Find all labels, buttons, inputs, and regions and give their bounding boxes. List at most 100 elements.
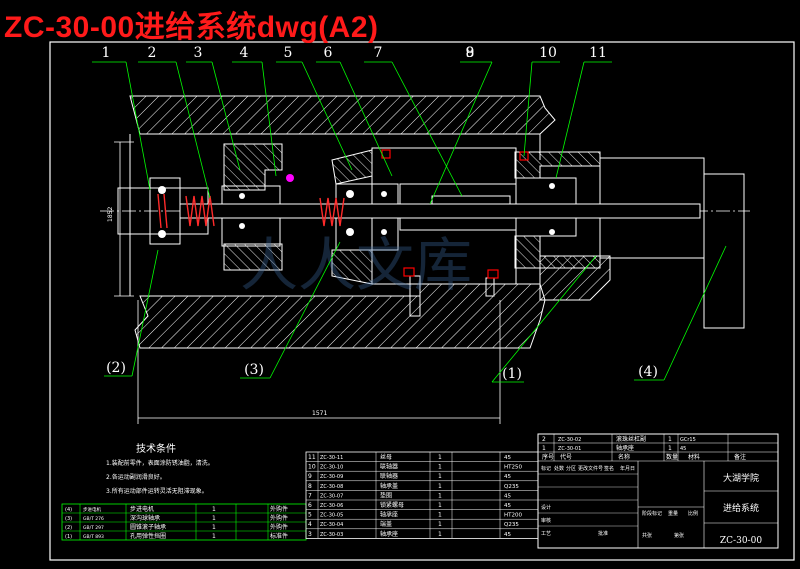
svg-text:Q235: Q235 bbox=[504, 484, 519, 490]
svg-text:联轴器: 联轴器 bbox=[380, 472, 398, 480]
drawing-number: ZC-30-00 bbox=[720, 536, 762, 546]
svg-text:1: 1 bbox=[438, 483, 442, 490]
balloon-5: 5 bbox=[284, 45, 293, 61]
svg-text:1: 1 bbox=[668, 436, 672, 443]
balloon-3: 3 bbox=[194, 45, 203, 61]
svg-text:Q235: Q235 bbox=[504, 522, 519, 528]
page-title: ZC-30-00进给系统dwg(A2) bbox=[4, 11, 379, 44]
svg-text:阶段标记: 阶段标记 bbox=[642, 510, 662, 517]
svg-text:(1): (1) bbox=[65, 534, 72, 540]
svg-text:圆锥滚子轴承: 圆锥滚子轴承 bbox=[130, 523, 166, 531]
svg-text:轴承盖: 轴承盖 bbox=[380, 482, 398, 490]
svg-text:名称: 名称 bbox=[618, 453, 630, 461]
svg-text:(3): (3) bbox=[65, 516, 72, 522]
balloon-2: 2 bbox=[148, 45, 157, 61]
balloon-8: 8 bbox=[466, 45, 475, 61]
svg-text:序号: 序号 bbox=[542, 453, 554, 461]
svg-text:滚珠丝杠副: 滚珠丝杠副 bbox=[616, 435, 646, 443]
svg-text:审核: 审核 bbox=[541, 517, 551, 524]
svg-text:材料: 材料 bbox=[688, 453, 700, 461]
school-name: 大湖学院 bbox=[723, 472, 759, 484]
balloon-4: 4 bbox=[240, 45, 249, 61]
svg-text:1: 1 bbox=[438, 512, 442, 519]
svg-text:1: 1 bbox=[212, 515, 216, 522]
bearing-seat-left bbox=[223, 143, 283, 191]
svg-text:GB/T 297: GB/T 297 bbox=[83, 525, 104, 531]
parts-row: 8 ZC-30-08 轴承盖 1 Q235 bbox=[308, 482, 519, 490]
svg-text:丝母: 丝母 bbox=[380, 453, 392, 461]
balloon-1: 1 bbox=[102, 45, 111, 61]
svg-text:端盖: 端盖 bbox=[380, 520, 392, 528]
svg-text:HT250: HT250 bbox=[504, 465, 522, 471]
svg-text:轴承座: 轴承座 bbox=[380, 511, 398, 519]
svg-text:8: 8 bbox=[308, 483, 312, 490]
bearing-balls bbox=[158, 183, 555, 238]
svg-text:批准: 批准 bbox=[598, 530, 608, 537]
svg-text:轴承座: 轴承座 bbox=[616, 444, 634, 452]
svg-text:工艺: 工艺 bbox=[541, 531, 551, 537]
svg-text:HT200: HT200 bbox=[504, 513, 522, 519]
svg-text:1: 1 bbox=[438, 531, 442, 538]
svg-text:45: 45 bbox=[504, 455, 511, 461]
ball-screw-shaft bbox=[179, 203, 701, 219]
bearing-seat-left-lower bbox=[223, 243, 283, 271]
svg-text:10: 10 bbox=[308, 464, 316, 471]
svg-text:GB/T 276: GB/T 276 bbox=[83, 516, 104, 522]
mark-magenta bbox=[286, 174, 294, 182]
svg-text:ZC-30-04: ZC-30-04 bbox=[320, 522, 343, 528]
watermark: 人人文库 bbox=[240, 231, 472, 299]
svg-text:步进电机: 步进电机 bbox=[130, 505, 154, 513]
svg-text:ZC-30-08: ZC-30-08 bbox=[320, 484, 343, 490]
svg-text:(4): (4) bbox=[65, 507, 72, 513]
svg-text:标记: 标记 bbox=[541, 465, 551, 472]
svg-text:孔用弹性挡圈: 孔用弹性挡圈 bbox=[130, 532, 166, 540]
leader-lines bbox=[92, 61, 727, 383]
svg-text:轴承座: 轴承座 bbox=[380, 530, 398, 538]
title-labels: 标记处数分区更改文件号签名年月日设计审核工艺批准阶段标记重量比例共张第张 bbox=[541, 465, 698, 539]
svg-text:1: 1 bbox=[438, 464, 442, 471]
dim-bottom bbox=[137, 300, 501, 424]
svg-text:第张: 第张 bbox=[674, 532, 684, 539]
dim-left bbox=[114, 141, 134, 297]
svg-text:备注: 备注 bbox=[734, 453, 746, 461]
tech-note: 1.装配前零件，表面涂防锈油脂，清洗。 bbox=[106, 459, 214, 467]
svg-text:GCr15: GCr15 bbox=[680, 437, 696, 443]
svg-text:ZC-30-03: ZC-30-03 bbox=[320, 532, 343, 538]
svg-text:标准件: 标准件 bbox=[270, 532, 288, 540]
svg-text:外购件: 外购件 bbox=[270, 523, 288, 531]
svg-text:ZC-30-07: ZC-30-07 bbox=[320, 493, 343, 499]
balloon-6: 6 bbox=[324, 45, 333, 61]
svg-text:4: 4 bbox=[308, 521, 312, 528]
svg-text:处数: 处数 bbox=[554, 465, 564, 472]
svg-text:45: 45 bbox=[680, 446, 686, 452]
svg-text:1: 1 bbox=[668, 445, 672, 452]
svg-text:数量: 数量 bbox=[666, 453, 678, 461]
drawing-name: 进给系统 bbox=[723, 502, 759, 514]
circled-label-1: (2) bbox=[106, 360, 126, 376]
nut-housing-top bbox=[514, 151, 601, 179]
tech-title: 技术条件 bbox=[136, 442, 176, 455]
title-header: 序号代号名称数量材料备注 bbox=[542, 453, 746, 461]
balloon-7: 7 bbox=[374, 45, 383, 61]
svg-text:签名: 签名 bbox=[604, 465, 614, 472]
svg-text:共张: 共张 bbox=[642, 532, 652, 539]
svg-text:锁紧螺母: 锁紧螺母 bbox=[380, 501, 404, 509]
svg-text:45: 45 bbox=[504, 532, 511, 538]
svg-text:1: 1 bbox=[438, 502, 442, 509]
svg-text:45: 45 bbox=[504, 474, 511, 480]
circled-label-2: (3) bbox=[244, 362, 264, 378]
svg-text:年月日: 年月日 bbox=[620, 465, 635, 472]
